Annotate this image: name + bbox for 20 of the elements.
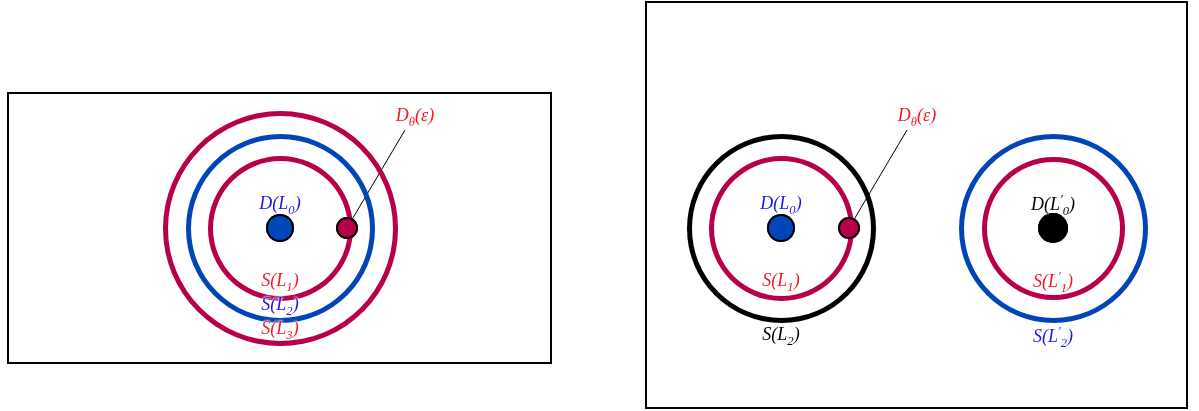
panel-frame: [645, 1, 1188, 409]
math-label: D(L$_{0}$): [760, 193, 802, 217]
panel-frame: [7, 92, 552, 364]
ring: [981, 156, 1125, 300]
math-label: S(L$_{1}$): [762, 270, 800, 294]
math-label: D(L$_{0}$): [259, 193, 301, 217]
leader-line: [352, 129, 406, 220]
math-label: D$_{θ}$(ε): [897, 105, 937, 129]
math-label: S(L$_{2}$): [762, 324, 800, 348]
math-label: S(L$_{1}$): [261, 270, 299, 294]
math-label: D$_{θ}$(ε): [395, 105, 435, 129]
disk: [336, 217, 358, 239]
math-label: S(L$_{2}$): [261, 294, 299, 318]
ring: [185, 133, 375, 323]
disk: [838, 217, 860, 239]
math-label: S(L$^{′}$$_{2}$): [1032, 324, 1074, 350]
math-label: D(L$^{′}$$_{0}$): [1030, 192, 1076, 218]
leader-line: [854, 129, 908, 220]
math-label: S(L$^{′}$$_{1}$): [1032, 269, 1074, 295]
math-label: S(L$_{3}$): [261, 318, 299, 342]
